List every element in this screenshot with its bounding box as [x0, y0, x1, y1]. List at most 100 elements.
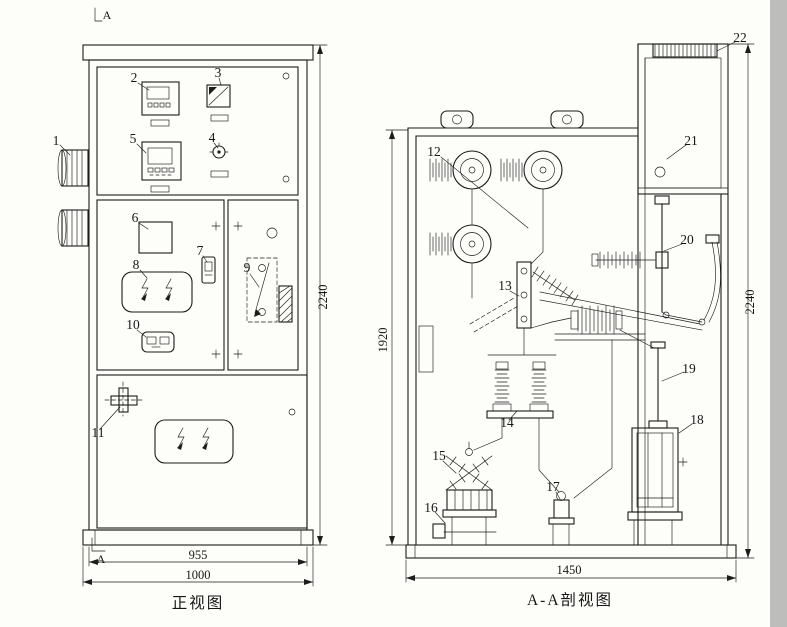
section-mark-bottom-bracket: [91, 537, 106, 552]
part-label-3: 3: [215, 65, 222, 80]
switch-4-ticks: [209, 142, 229, 153]
cable-gland-upper-cap: [57, 149, 67, 187]
lever-arc: [703, 241, 721, 323]
panel-screw-icon: [282, 72, 290, 80]
bushing-outer-rings: [452, 150, 563, 264]
switch-4-dot: [217, 150, 221, 154]
panel-screw-icon: [288, 408, 296, 416]
ct-support-frame: [443, 516, 497, 546]
disconnector-arm-ribs: [531, 266, 579, 306]
relay-5-key: [161, 167, 168, 173]
part-label-11: 11: [92, 425, 105, 440]
section-dim-width: 1450: [557, 563, 582, 577]
part-label-4: 4: [209, 130, 216, 145]
bushing-center-dots: [468, 166, 547, 248]
meter-2-led: [159, 102, 165, 108]
breaker-box-18: [627, 427, 688, 546]
front-base-feet-lines: [94, 529, 302, 546]
front-bottom-door: [96, 374, 308, 529]
ct-cross-arms: [445, 455, 493, 491]
section-base: [405, 544, 737, 559]
post-insulator-top-cap: [495, 361, 509, 370]
front-dim-height: 2240: [316, 285, 330, 310]
socket-10: [141, 331, 175, 353]
part-label-19: 19: [682, 361, 696, 376]
section-leader-lines: [434, 41, 736, 524]
transducer-3-plate: [210, 114, 229, 122]
lever-pivot: [705, 234, 720, 244]
switch-4-plate: [210, 170, 229, 178]
part-label-5: 5: [130, 131, 137, 146]
current-transformer-15: [442, 448, 497, 546]
socket-10-body: [141, 331, 175, 353]
front-dim-width-outer: 1000: [186, 568, 211, 582]
relay-5-case: [141, 141, 182, 181]
part-label-9: 9: [244, 260, 251, 275]
window-8-frame: [121, 271, 193, 313]
breaker-box-legs: [633, 457, 688, 546]
section-dim-height-inner: 1920: [376, 328, 390, 353]
ct-terminal: [465, 448, 473, 456]
transducer-3-diagonal: [208, 86, 229, 106]
breaker-box-outer: [631, 427, 679, 513]
lever-pin: [698, 318, 706, 326]
meter-2-case: [141, 81, 180, 116]
front-leader-lines: [59, 77, 260, 430]
ct-base: [442, 509, 497, 518]
ct-arm-ribs: [449, 456, 489, 490]
side-cable-connectors: [57, 149, 89, 247]
lightning-bolt-icon: [177, 427, 210, 449]
part-label-14: 14: [500, 415, 514, 430]
section-view: 1920 2240 1450 12 13 14 15 16 17 18 19 2…: [376, 30, 757, 609]
cable-gland-lower: [61, 209, 89, 247]
barrel-insulator-cap-left: [570, 310, 579, 330]
transducer-3-case: [206, 84, 231, 108]
wall-duct: [418, 325, 434, 373]
front-base-plinth: [82, 529, 314, 546]
mechanism-9-arrow-line: [254, 262, 270, 314]
rod-19-top-cap: [650, 341, 666, 349]
relay-meter-2: [141, 81, 180, 127]
section-letter-top: A: [103, 8, 112, 22]
part-label-22: 22: [733, 30, 747, 45]
meter-2-nameplate: [150, 119, 170, 127]
lightning-bolt-tips: [177, 442, 208, 450]
transducer-3-corner: [209, 87, 217, 95]
ct-body: [446, 489, 493, 511]
barrel-insulator-cap-right: [615, 310, 623, 330]
lv-compartment-box: [637, 43, 729, 195]
rod-19-bottom-cap: [648, 420, 668, 429]
breaker-box-inner: [636, 432, 674, 508]
link-bars: [661, 311, 703, 323]
section-view-title: A-A剖视图: [527, 591, 613, 609]
bushing-inner-rings: [460, 158, 555, 256]
cable-gland-lower-ribs: [66, 209, 83, 247]
meter-2-led: [153, 102, 159, 108]
window-bottom-frame: [154, 419, 234, 464]
meter-2-display: [146, 86, 170, 100]
mechanism-9-hatch: [278, 285, 293, 323]
post-mounting-beam: [486, 410, 554, 419]
mechanism-9-arrow-tip: [254, 309, 261, 317]
front-dimension-lines: [82, 44, 328, 587]
cable-gland-upper: [61, 149, 89, 187]
rod-20-top-cap: [654, 195, 670, 205]
lifting-lug-hole: [452, 114, 462, 125]
cable-gland-lower-cap: [57, 209, 67, 247]
part-label-15: 15: [432, 448, 446, 463]
part-label-12: 12: [427, 144, 441, 159]
section-base-feet: [414, 544, 728, 559]
handle-11-horizontal: [110, 395, 138, 406]
front-view-title: 正视图: [172, 594, 225, 612]
front-instrument-panel: [96, 66, 299, 196]
part-label-20: 20: [680, 232, 694, 247]
post-insulator-ribs: [494, 369, 547, 403]
nameplate-6: [138, 221, 173, 254]
lightning-bolt-tips: [141, 293, 171, 301]
front-top-plate: [82, 44, 314, 61]
lv-compartment-knob: [654, 166, 666, 178]
inspection-window-bottom: [154, 419, 234, 464]
disconnector-arm-axis: [532, 271, 576, 301]
